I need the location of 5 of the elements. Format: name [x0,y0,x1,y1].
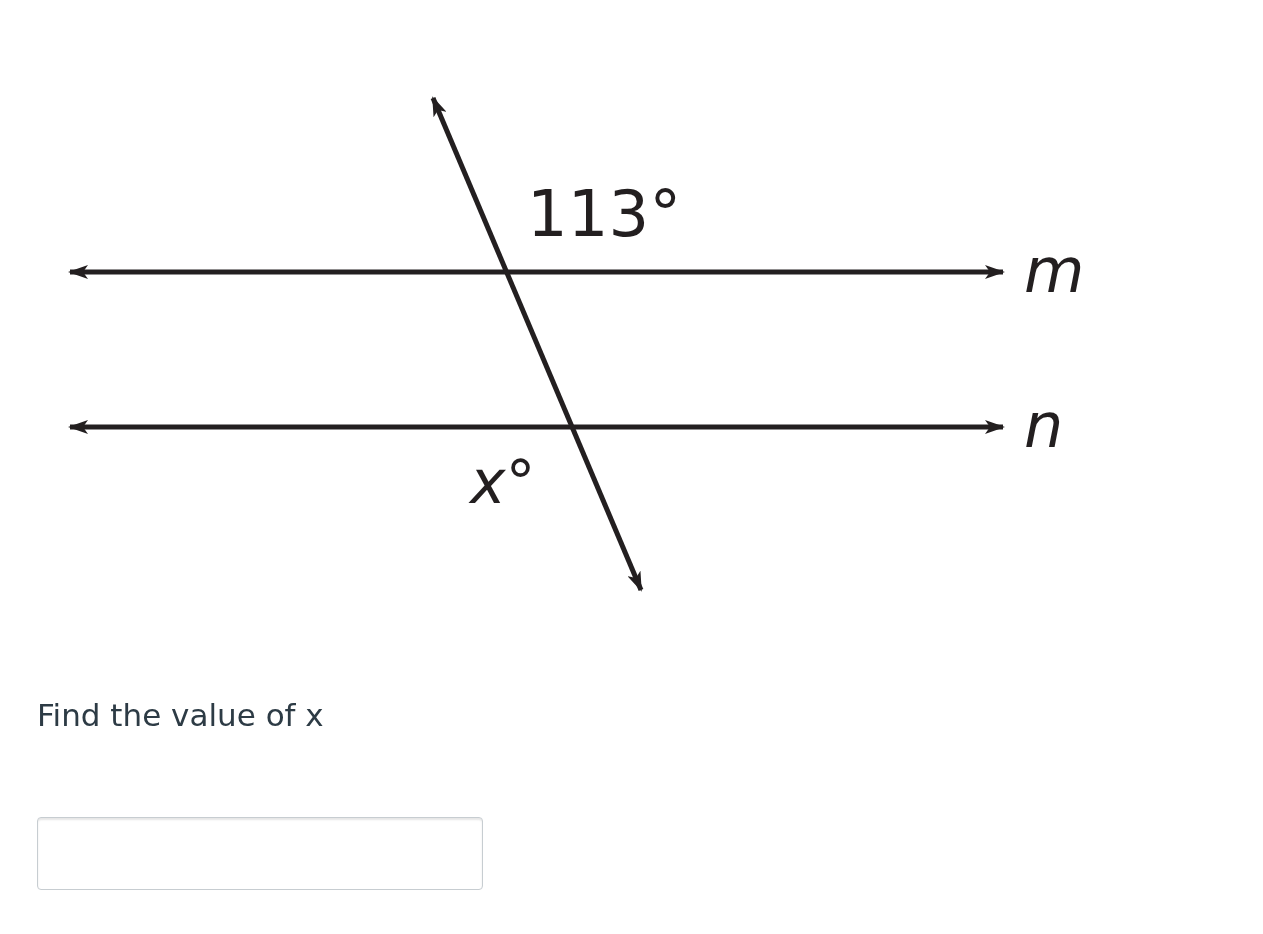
line-label: n [1024,395,1064,457]
angle-label: 113° [527,182,682,246]
angle-label: x° [470,452,536,512]
line-label: m [1024,240,1085,302]
question-text: Find the value of x [37,700,324,731]
